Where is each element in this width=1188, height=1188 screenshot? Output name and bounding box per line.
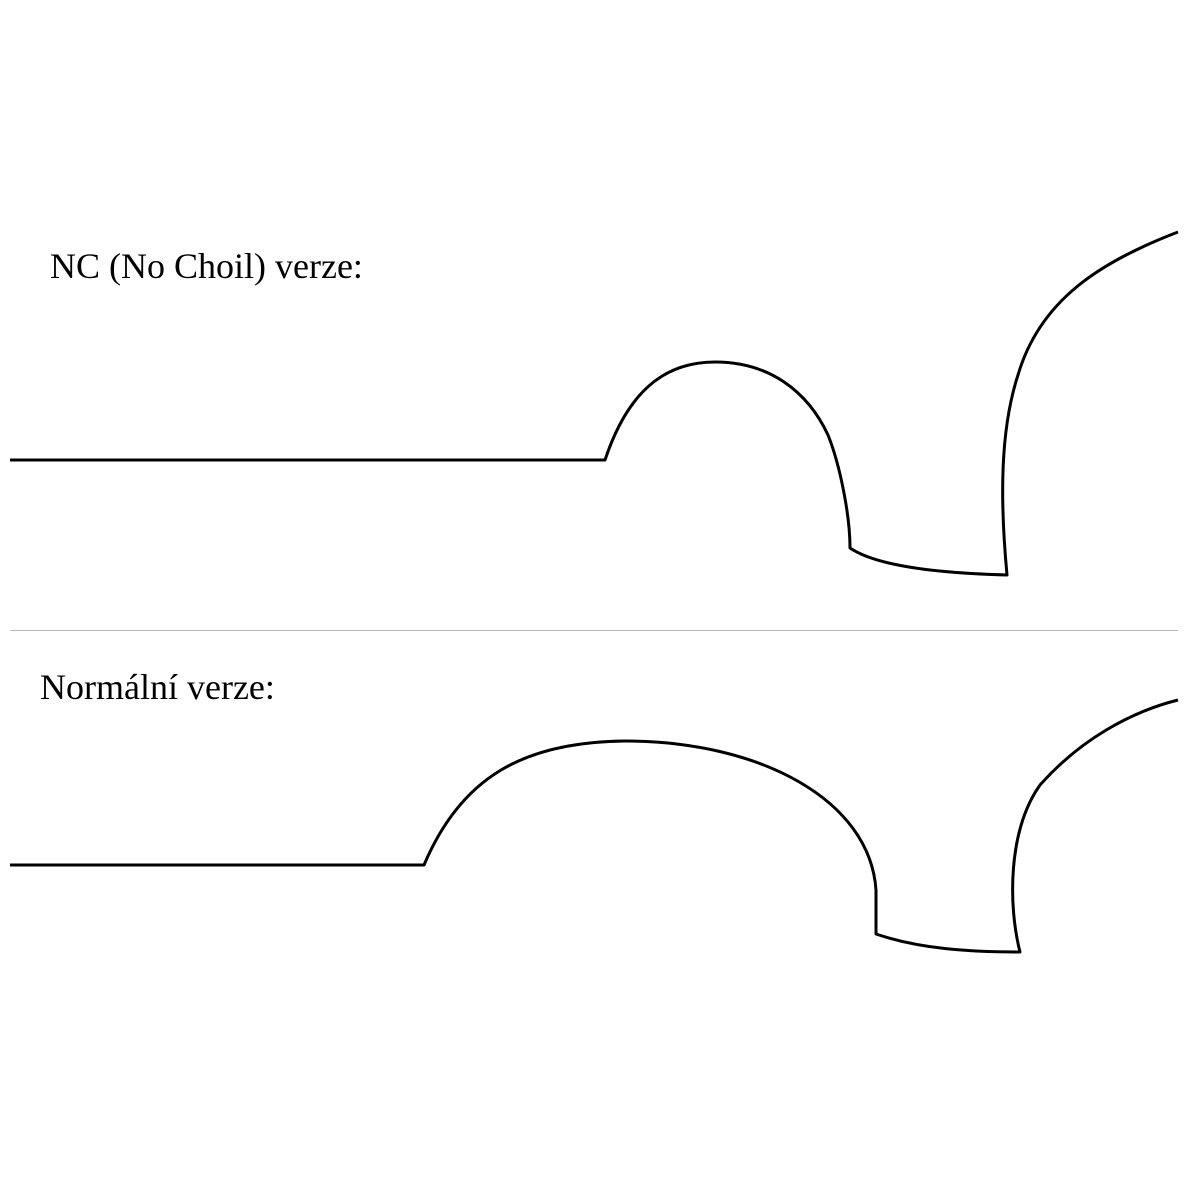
nc-version-label: NC (No Choil) verze:	[50, 246, 363, 286]
nc-blade-profile-path	[10, 230, 1179, 577]
normal-blade-profile-path	[10, 698, 1179, 954]
section-divider	[10, 630, 1178, 631]
normal-version-label: Normální verze:	[40, 667, 275, 707]
